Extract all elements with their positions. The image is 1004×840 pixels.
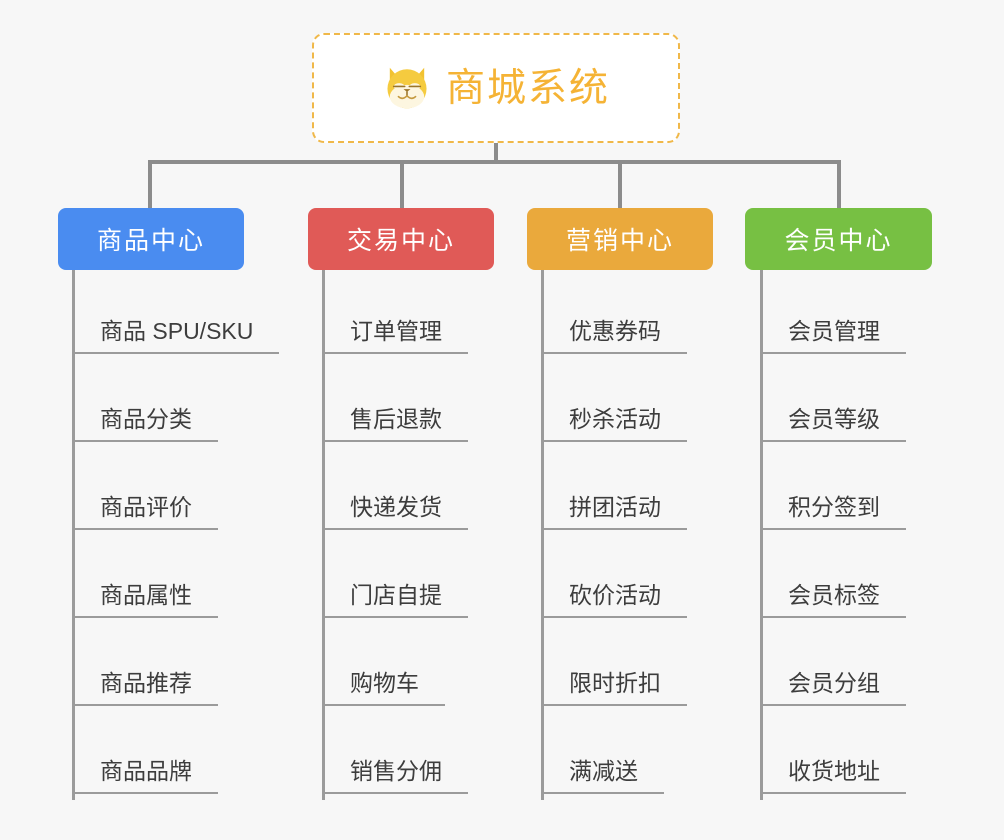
spine-column-3 (541, 270, 544, 800)
leaf-label: 优惠券码 (541, 318, 687, 354)
list-item[interactable]: 商品评价 (72, 446, 279, 534)
leaf-label: 满减送 (541, 758, 664, 794)
list-item[interactable]: 商品分类 (72, 358, 279, 446)
leaf-label: 砍价活动 (541, 582, 687, 618)
root-node[interactable]: 商城系统 (312, 33, 680, 143)
list-item[interactable]: 拼团活动 (541, 446, 687, 534)
list-item[interactable]: 购物车 (322, 622, 468, 710)
list-item[interactable]: 销售分佣 (322, 710, 468, 798)
spine-column-1 (72, 270, 75, 800)
leaf-label: 订单管理 (322, 318, 468, 354)
category-column-product: 商品中心 (58, 208, 288, 270)
spine-column-4 (760, 270, 763, 800)
connector-drop-column-1 (148, 160, 152, 208)
connector-root-stem (494, 143, 498, 163)
leaf-label: 拼团活动 (541, 494, 687, 530)
category-header-product[interactable]: 商品中心 (58, 208, 244, 270)
category-column-marketing: 营销中心 (527, 208, 727, 270)
list-item[interactable]: 秒杀活动 (541, 358, 687, 446)
list-item[interactable]: 商品属性 (72, 534, 279, 622)
category-header-member[interactable]: 会员中心 (745, 208, 932, 270)
category-header-marketing[interactable]: 营销中心 (527, 208, 713, 270)
list-item[interactable]: 商品品牌 (72, 710, 279, 798)
list-item[interactable]: 积分签到 (760, 446, 906, 534)
leaf-list-member: 会员管理 会员等级 积分签到 会员标签 会员分组 收货地址 (760, 270, 906, 798)
list-item[interactable]: 会员管理 (760, 270, 906, 358)
leaf-label: 商品分类 (72, 406, 218, 442)
leaf-label: 会员分组 (760, 670, 906, 706)
leaf-list-trade: 订单管理 售后退款 快递发货 门店自提 购物车 销售分佣 (322, 270, 468, 798)
leaf-label: 商品属性 (72, 582, 218, 618)
list-item[interactable]: 商品 SPU/SKU (72, 270, 280, 358)
list-item[interactable]: 会员分组 (760, 622, 906, 710)
list-item[interactable]: 订单管理 (322, 270, 468, 358)
list-item[interactable]: 售后退款 (322, 358, 468, 446)
leaf-label: 快递发货 (322, 494, 468, 530)
category-column-member: 会员中心 (745, 208, 945, 270)
list-item[interactable]: 会员标签 (760, 534, 906, 622)
leaf-label: 限时折扣 (541, 670, 687, 706)
leaf-label: 商品品牌 (72, 758, 218, 794)
leaf-label: 门店自提 (322, 582, 468, 618)
leaf-label: 会员等级 (760, 406, 906, 442)
leaf-label: 售后退款 (322, 406, 468, 442)
leaf-label: 积分签到 (760, 494, 906, 530)
list-item[interactable]: 快递发货 (322, 446, 468, 534)
leaf-label: 会员管理 (760, 318, 906, 354)
leaf-label: 商品 SPU/SKU (72, 318, 280, 354)
leaf-label: 秒杀活动 (541, 406, 687, 442)
leaf-list-product: 商品 SPU/SKU 商品分类 商品评价 商品属性 商品推荐 商品品牌 (72, 270, 280, 798)
connector-drop-column-3 (618, 160, 622, 208)
leaf-label: 购物车 (322, 670, 445, 706)
shiba-dog-face-icon (387, 67, 427, 109)
list-item[interactable]: 优惠券码 (541, 270, 687, 358)
root-title: 商城系统 (445, 66, 610, 110)
list-item[interactable]: 收货地址 (760, 710, 906, 798)
leaf-label: 商品评价 (72, 494, 218, 530)
list-item[interactable]: 门店自提 (322, 534, 468, 622)
leaf-label: 商品推荐 (72, 670, 218, 706)
leaf-label: 销售分佣 (322, 758, 468, 794)
connector-drop-column-2 (400, 160, 404, 208)
connector-drop-column-4 (837, 160, 841, 208)
category-column-trade: 交易中心 (308, 208, 508, 270)
leaf-label: 收货地址 (760, 758, 906, 794)
connector-horizontal-bus (148, 160, 841, 164)
list-item[interactable]: 满减送 (541, 710, 687, 798)
list-item[interactable]: 会员等级 (760, 358, 906, 446)
spine-column-2 (322, 270, 325, 800)
leaf-label: 会员标签 (760, 582, 906, 618)
leaf-list-marketing: 优惠券码 秒杀活动 拼团活动 砍价活动 限时折扣 满减送 (541, 270, 687, 798)
list-item[interactable]: 限时折扣 (541, 622, 687, 710)
list-item[interactable]: 砍价活动 (541, 534, 687, 622)
list-item[interactable]: 商品推荐 (72, 622, 279, 710)
category-header-trade[interactable]: 交易中心 (308, 208, 494, 270)
